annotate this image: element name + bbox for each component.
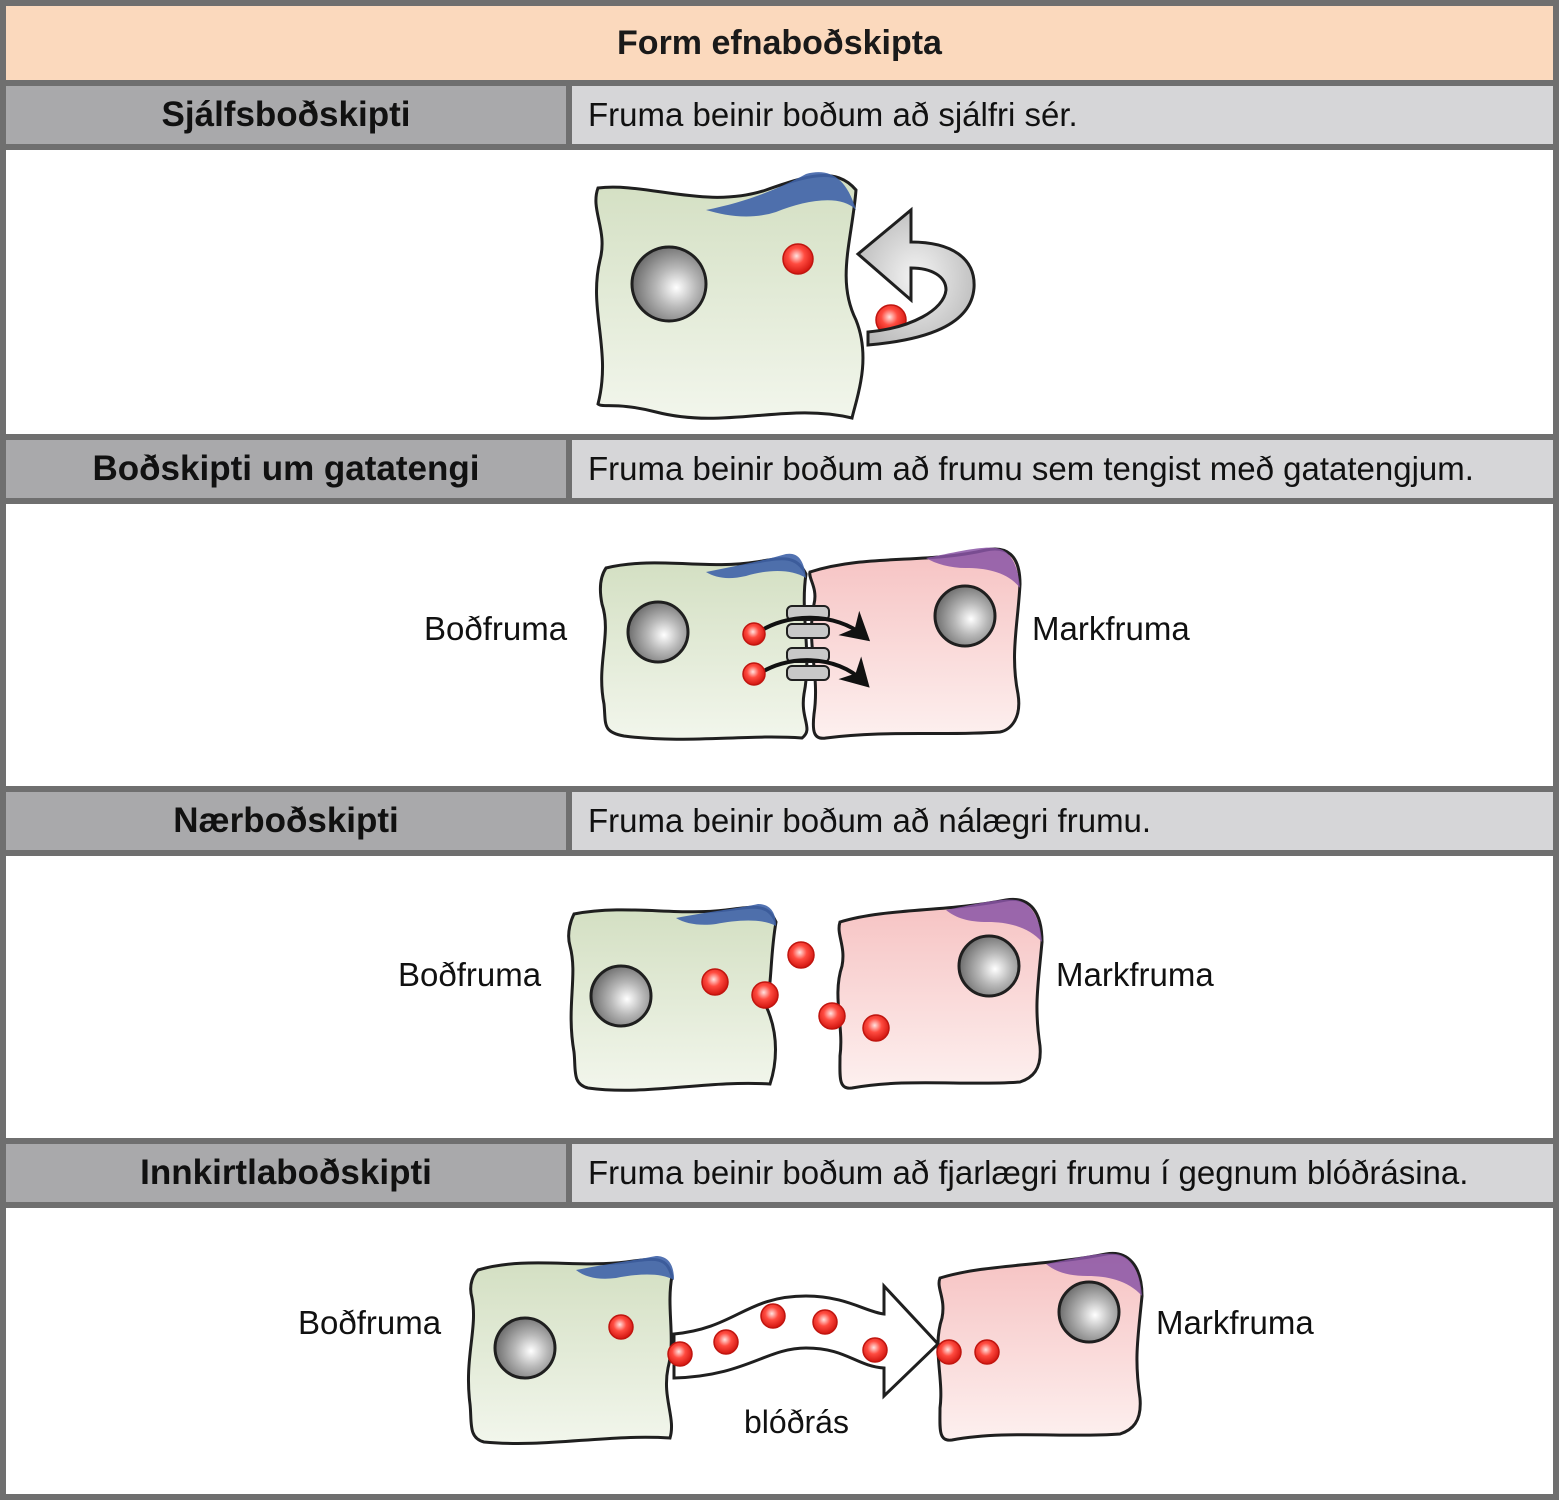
row-3-name: Nærboðskipti [6, 792, 572, 850]
signal-molecule [751, 981, 779, 1009]
signal-molecule [862, 1337, 888, 1363]
signal-molecule [812, 1309, 838, 1335]
signal-molecule [701, 968, 729, 996]
signal-cell [594, 172, 865, 420]
row-3-description: Fruma beinir boðum að nálægri frumu. [572, 792, 1553, 850]
signal-cell [466, 1256, 674, 1445]
divider [6, 786, 1553, 792]
signal-molecule [782, 243, 814, 275]
target-cell [936, 1251, 1144, 1442]
endocrine-illustration [466, 1251, 1144, 1445]
row-1-name: Sjálfsboðskipti [6, 86, 572, 144]
nucleus [589, 964, 653, 1028]
divider [6, 1138, 1553, 1144]
nucleus [957, 934, 1021, 998]
paracrine-illustration [567, 897, 1044, 1092]
signal-arrow [754, 610, 871, 642]
target-cell-label: Markfruma [1156, 1304, 1314, 1341]
target-cell [836, 897, 1044, 1090]
row-2-name: Boðskipti um gatatengi [6, 440, 572, 498]
divider [6, 498, 1553, 504]
autocrine-arrow [855, 206, 976, 347]
row-4-name: Innkirtlaboðskipti [6, 1144, 572, 1202]
divider [6, 434, 1553, 440]
signal-molecule [742, 662, 766, 686]
panel-autocrine [6, 150, 1553, 434]
autocrine-illustration [594, 172, 976, 420]
signal-molecule [608, 1314, 634, 1340]
divider [6, 144, 1553, 150]
bloodstream-arrow [672, 1282, 941, 1400]
gap-junction-illustration [598, 547, 1022, 741]
nucleus [493, 1316, 557, 1380]
signal-molecule [974, 1339, 1000, 1365]
signal-molecule [787, 941, 815, 969]
panel-gap-junction: Boðfruma Markfruma [6, 504, 1553, 786]
signal-arrow [754, 656, 870, 688]
nucleus [626, 600, 690, 664]
signal-cell-label: Boðfruma [398, 956, 542, 993]
target-cell-label: Markfruma [1032, 610, 1190, 647]
divider [6, 850, 1553, 856]
nucleus [630, 245, 708, 323]
diagram-title: Form efnaboðskipta [6, 6, 1553, 86]
signal-cell [567, 904, 778, 1092]
signal-molecule [936, 1339, 962, 1365]
nucleus [1057, 1280, 1121, 1344]
signal-molecule [818, 1002, 846, 1030]
row-1-description: Fruma beinir boðum að sjálfri sér. [572, 86, 1553, 144]
signal-molecule [742, 622, 766, 646]
signal-cell-label: Boðfruma [298, 1304, 442, 1341]
signal-molecule [862, 1014, 890, 1042]
nucleus [933, 584, 997, 648]
row-4-description: Fruma beinir boðum að fjarlægri frumu í … [572, 1144, 1553, 1202]
panel-endocrine: Boðfruma Markfruma blóðrás [6, 1208, 1553, 1494]
row-2-description: Fruma beinir boðum að frumu sem tengist … [572, 440, 1553, 498]
target-cell-label: Markfruma [1056, 956, 1214, 993]
divider [6, 1202, 1553, 1208]
signal-molecule [760, 1303, 786, 1329]
signal-molecule [667, 1341, 693, 1367]
target-cell [808, 547, 1022, 740]
panel-paracrine: Boðfruma Markfruma [6, 856, 1553, 1138]
signal-cell-label: Boðfruma [424, 610, 568, 647]
signal-molecule [713, 1329, 739, 1355]
bloodstream-label: blóðrás [744, 1404, 849, 1440]
